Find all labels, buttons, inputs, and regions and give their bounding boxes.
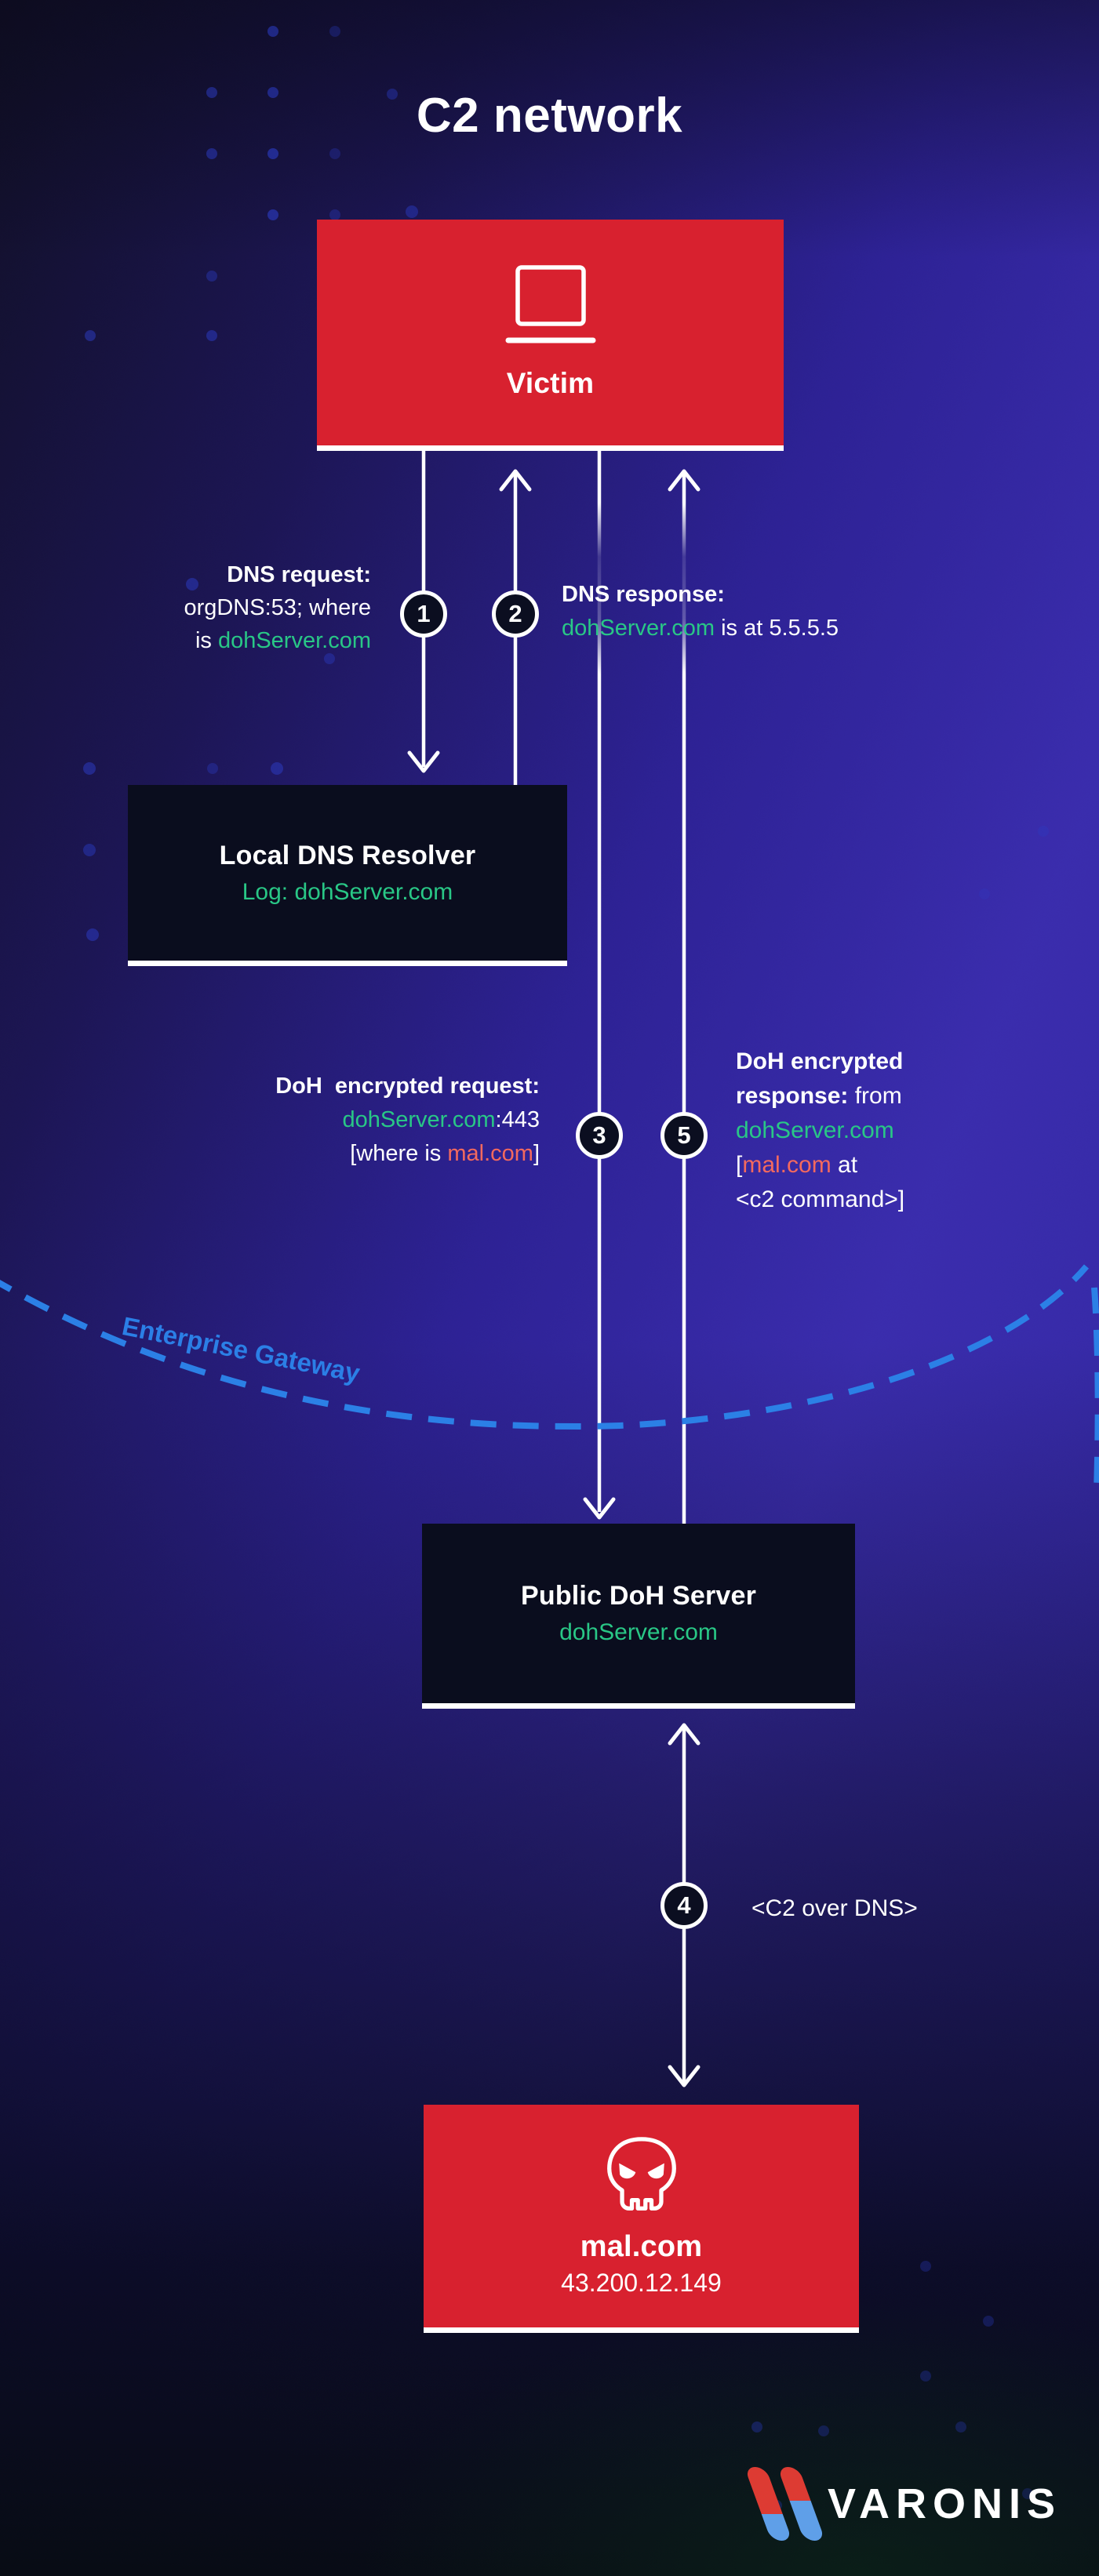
doh-domain-text: dohServer.com [342, 1107, 496, 1132]
laptop-icon [505, 265, 595, 343]
dns-response-lead: DNS response: [562, 582, 725, 607]
arrowhead-down-icon [407, 750, 440, 773]
doh-server-title: Public DoH Server [520, 1581, 757, 1611]
dns-request-line2: orgDNS:53; where [184, 595, 371, 620]
step-badge-4: 4 [660, 1882, 708, 1929]
varonis-logo: VARONIS [744, 2467, 1061, 2541]
doh-response-line5: <c2 command>] [736, 1186, 905, 1212]
mal-domain-text: mal.com [447, 1141, 533, 1166]
doh-domain-text: dohServer.com [562, 616, 715, 641]
doh-domain-text: dohServer.com [217, 628, 371, 653]
step-badge-3: 3 [576, 1112, 623, 1159]
arrowhead-up-icon [499, 469, 532, 492]
varonis-slashes-icon [744, 2467, 826, 2541]
resolver-log: Log: dohServer.com [242, 878, 453, 905]
c2-over-dns-annotation: <C2 over DNS> [751, 1895, 918, 1921]
dns-request-annotation: DNS request: orgDNS:53; where is dohServ… [184, 558, 371, 657]
doh-server-domain: dohServer.com [559, 1619, 718, 1645]
skull-icon [606, 2137, 676, 2211]
arrowhead-up-icon [668, 1723, 701, 1746]
doh-request-annotation: DoH encrypted request: dohServer.com:443… [275, 1070, 540, 1171]
arrowhead-down-icon [583, 1497, 616, 1520]
doh-request-line2: dohServer.com:443 [342, 1107, 540, 1132]
doh-response-line4: [mal.com at [736, 1152, 858, 1178]
step-badge-2: 2 [492, 590, 539, 638]
public-doh-server-node: Public DoH Server dohServer.com [422, 1524, 855, 1709]
doh-request-line3: [where is mal.com] [350, 1141, 540, 1166]
arrowhead-up-icon [668, 469, 701, 492]
doh-domain-text: dohServer.com [736, 1117, 894, 1143]
mal-com-node: mal.com 43.200.12.149 [424, 2105, 859, 2333]
dns-response-annotation: DNS response: dohServer.com is at 5.5.5.… [562, 578, 839, 645]
dns-response-line2: dohServer.com is at 5.5.5.5 [562, 616, 839, 641]
victim-label: Victim [506, 367, 595, 399]
step-badge-5: 5 [660, 1112, 708, 1159]
dns-request-line3: is dohServer.com [195, 628, 371, 653]
mal-ip-label: 43.200.12.149 [561, 2269, 722, 2297]
dns-request-lead: DNS request: [227, 562, 371, 587]
doh-response-line2: response: from [736, 1083, 902, 1109]
doh-response-annotation: DoH encrypted response: from dohServer.c… [736, 1045, 904, 1217]
mal-domain-text: mal.com [742, 1152, 832, 1178]
enterprise-gateway-label: Enterprise Gateway [119, 1311, 362, 1388]
mal-domain-label: mal.com [580, 2230, 703, 2263]
doh-request-lead: DoH encrypted request: [275, 1074, 540, 1099]
doh-response-lead1: DoH encrypted [736, 1048, 904, 1074]
page-title: C2 network [416, 89, 683, 143]
step-badge-1: 1 [400, 590, 447, 638]
resolver-title: Local DNS Resolver [219, 840, 476, 870]
arrowhead-down-icon [668, 2065, 701, 2087]
enterprise-gateway-boundary [0, 1264, 1099, 1492]
local-dns-resolver-node: Local DNS Resolver Log: dohServer.com [128, 785, 567, 966]
varonis-wordmark: VARONIS [827, 2480, 1061, 2527]
victim-node: Victim [317, 220, 784, 451]
